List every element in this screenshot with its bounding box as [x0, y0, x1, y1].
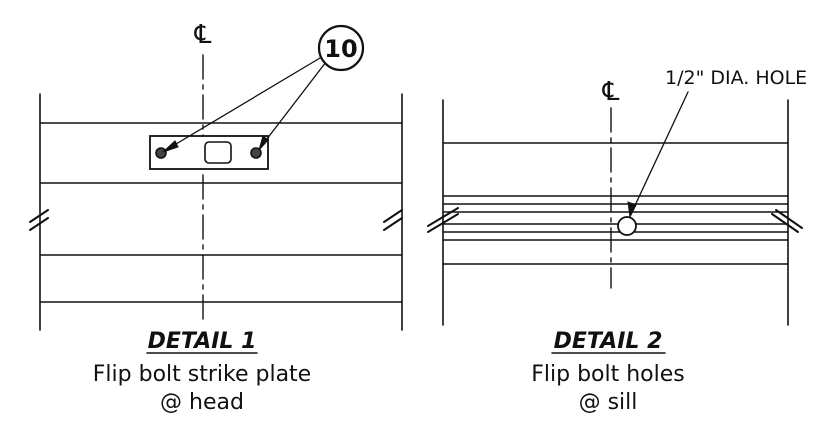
strike-plate-slot	[204, 141, 232, 164]
callout-10-leader-left	[165, 57, 321, 151]
bolt-hole	[617, 216, 637, 236]
detail-2-centerline-symbol: ℄	[602, 77, 620, 107]
detail-2-drawing	[427, 91, 803, 326]
detail-1-centerline-symbol: ℄	[194, 20, 212, 50]
hole-size-label: 1/2" DIA. HOLE	[665, 67, 807, 89]
hole-label-arrowhead	[627, 201, 637, 219]
callout-10-arrowhead-right	[258, 135, 269, 151]
detail-1-title: DETAIL 1	[148, 329, 257, 354]
detail-1-caption-line-1: Flip bolt strike plate	[93, 362, 311, 387]
callout-10-leader-right	[259, 61, 327, 149]
detail-1-drawing	[29, 24, 403, 331]
strike-plate-screw-right	[250, 147, 262, 159]
detail-1-right-break-symbol	[383, 209, 403, 231]
detail-2-left-break-symbol	[427, 207, 459, 233]
detail-1-left-break-symbol	[29, 209, 49, 231]
detail-2-right-break-symbol	[771, 209, 803, 233]
detail-1-caption-line-2: @ head	[160, 390, 244, 415]
callout-10-number: 10	[324, 35, 357, 63]
strike-plate-screw-left	[155, 147, 167, 159]
callout-10-arrowhead-left	[162, 140, 179, 153]
detail-2-caption-line-2: @ sill	[579, 390, 638, 415]
callout-10-bubble	[317, 24, 365, 72]
detail-2-caption-line-1: Flip bolt holes	[531, 362, 685, 387]
hole-label-leader	[630, 91, 689, 215]
detail-2-title: DETAIL 2	[554, 329, 663, 354]
